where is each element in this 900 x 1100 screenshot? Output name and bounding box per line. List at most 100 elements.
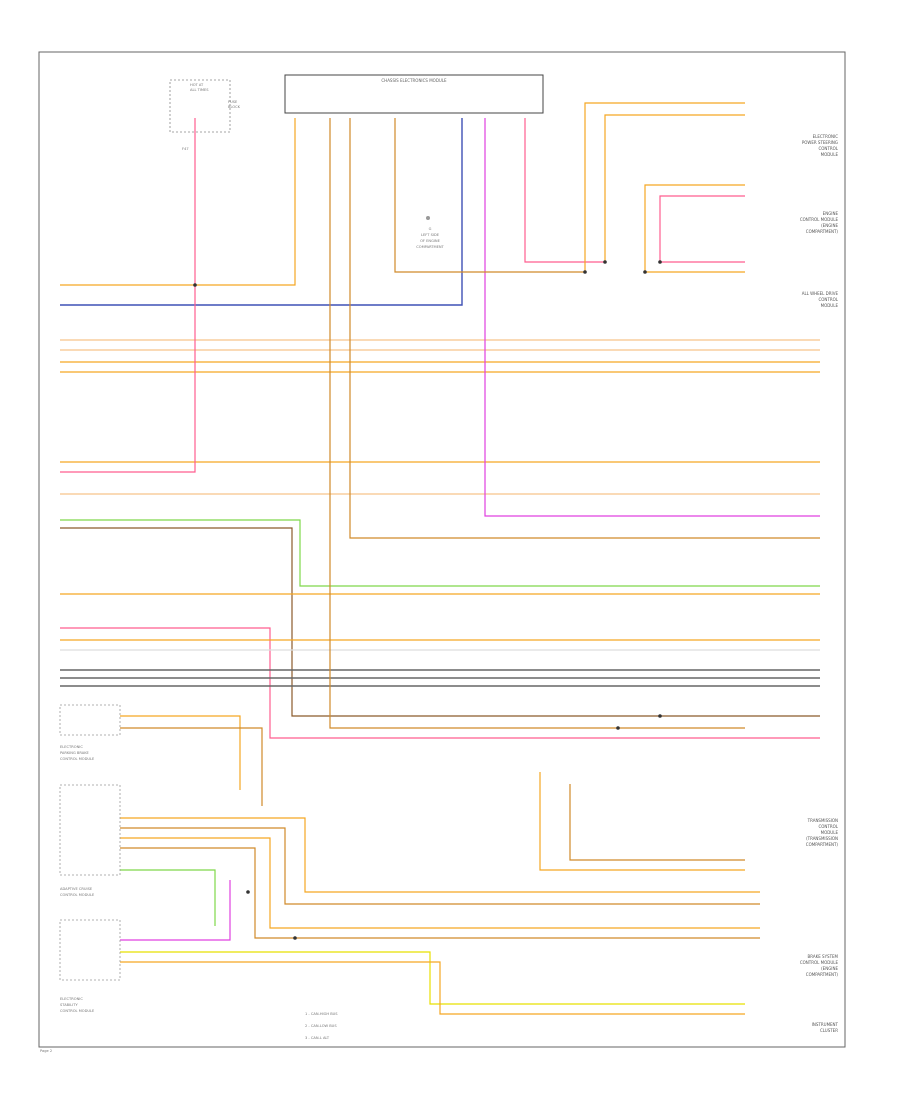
- wire-esc-orange: [120, 961, 745, 1015]
- diagram-mark: [293, 936, 297, 940]
- label-text: CONTROL MODULE: [60, 757, 95, 761]
- label-text: MODULE: [821, 830, 839, 835]
- component-awd: ALL WHEEL DRIVE CONTROL MODULE: [802, 291, 839, 308]
- diagram-frame: [38, 51, 846, 1048]
- component-transmission: TRANSMISSION CONTROL MODULE (TRANSMISSIO…: [806, 818, 839, 847]
- label-text: CONTROL: [818, 824, 838, 829]
- label-text: ALL WHEEL DRIVE: [802, 291, 839, 296]
- left-component-labels: ELECTRONIC PARKING BRAKE CONTROL MODULE …: [59, 704, 121, 1013]
- fuse-block-line-4: BLOCK: [228, 105, 241, 109]
- label-text: ADAPTIVE CRUISE: [60, 887, 93, 891]
- wire-trans-1: [539, 772, 745, 871]
- wire-to-steering-1: [584, 102, 745, 272]
- wire-green: [60, 519, 820, 587]
- wire-acc-green: [120, 869, 216, 926]
- diagram-mark: [658, 714, 662, 718]
- label-text: ELECTRONIC: [60, 745, 83, 749]
- label-text: 3 - CAN-L ALT: [305, 1036, 330, 1040]
- fuse-block-line-3: FUSE: [228, 100, 238, 104]
- diagram-mark: [643, 270, 647, 274]
- label-text: ELECTRONIC: [813, 134, 839, 139]
- wire-esc-magenta: [120, 880, 231, 941]
- wire-orange-top-1: [394, 118, 585, 273]
- label-text: CONTROL MODULE: [800, 217, 839, 222]
- diagram-mark: [658, 260, 662, 264]
- wire-acc-1: [120, 817, 760, 893]
- legend: 1 - CAN-HIGH BUS 2 - CAN-LOW BUS 3 - CAN…: [305, 1012, 338, 1040]
- wire-to-steering-2: [604, 114, 745, 262]
- label-text: POWER STEERING: [802, 140, 838, 145]
- fuse-block-line-1: HOT AT: [190, 83, 204, 87]
- label-text: MODULE: [821, 303, 839, 308]
- component-brake: BRAKE SYSTEM CONTROL MODULE (ENGINE COMP…: [800, 954, 839, 977]
- wire-magenta: [484, 118, 820, 517]
- label-text: BRAKE SYSTEM: [808, 954, 839, 959]
- wire-brown: [60, 527, 820, 717]
- diagram-mark: [426, 216, 430, 220]
- diagram-mark: [193, 283, 197, 287]
- diagram-mark: [284, 74, 544, 114]
- wire-epb-1: [120, 715, 241, 790]
- fuse-block-line-2: ALL TIMES: [190, 88, 209, 92]
- label-text: (ENGINE: [821, 223, 838, 228]
- label-text: STABILITY: [60, 1003, 78, 1007]
- component-ecm: ENGINE CONTROL MODULE (ENGINE COMPARTMEN…: [800, 211, 839, 234]
- label-text: COMPARTMENT): [806, 229, 839, 234]
- label-text: INSTRUMENT: [812, 1022, 839, 1027]
- label-text: COMPARTMENT): [806, 972, 839, 977]
- wire-blue: [60, 118, 463, 306]
- label-text: ELECTRONIC: [60, 997, 83, 1001]
- diagram-mark: [616, 726, 620, 730]
- wire-epb-2: [120, 727, 263, 806]
- label-text: (ENGINE: [821, 966, 838, 971]
- chassis-module: CHASSIS ELECTRONICS MODULE: [284, 74, 544, 114]
- ground-label: G LEFT SIDE OF ENGINE COMPARTMENT: [416, 216, 445, 249]
- label-text: CLUSTER: [820, 1028, 838, 1033]
- label-text: G: [429, 227, 432, 231]
- fuse-label: F47: [182, 147, 189, 151]
- label-text: CONTROL MODULE: [60, 1009, 95, 1013]
- label-text: CONTROL MODULE: [60, 893, 95, 897]
- diagram-mark: [246, 890, 250, 894]
- diagram-mark: [603, 260, 607, 264]
- wire-pink-1: [60, 118, 196, 473]
- label-text: 2 - CAN-LOW BUS: [305, 1024, 337, 1028]
- label-text: COMPARTMENT): [806, 842, 839, 847]
- label-text: 1 - CAN-HIGH BUS: [305, 1012, 338, 1016]
- label-text: TRANSMISSION: [807, 818, 838, 823]
- wire-pink-2: [60, 627, 820, 739]
- wire-acc-3: [120, 837, 760, 929]
- footer-left: Page 2: [40, 1049, 52, 1053]
- diagram-mark: [169, 79, 231, 133]
- wire-pink-top: [524, 118, 605, 263]
- wires: [60, 102, 820, 1015]
- wire-acc-4: [120, 847, 760, 939]
- wire-trans-2: [569, 784, 745, 861]
- splices: [193, 260, 662, 940]
- wire-brake-link: [329, 118, 745, 729]
- wire-yellow: [120, 951, 745, 1005]
- wire-to-ecm-1: [644, 184, 745, 272]
- label-text: (TRANSMISSION: [806, 836, 838, 841]
- diagram-mark: [59, 704, 121, 736]
- label-text: OF ENGINE: [420, 239, 441, 243]
- module-title: CHASSIS ELECTRONICS MODULE: [381, 78, 447, 83]
- diagram-mark: [59, 784, 121, 876]
- diagram-mark: [59, 919, 121, 981]
- right-component-labels: ELECTRONIC POWER STEERING CONTROL MODULE…: [800, 134, 839, 1033]
- label-text: CONTROL: [818, 146, 838, 151]
- wire-orange-1: [60, 118, 296, 286]
- label-text: PARKING BRAKE: [60, 751, 90, 755]
- wire-to-ecm-2: [659, 195, 745, 262]
- component-cluster: INSTRUMENT CLUSTER: [812, 1022, 839, 1033]
- label-text: CONTROL MODULE: [800, 960, 839, 965]
- diagram-mark: [583, 270, 587, 274]
- wire-acc-2: [120, 827, 760, 905]
- label-text: COMPARTMENT: [416, 245, 444, 249]
- wire-orange-brown: [349, 118, 820, 539]
- fuse-block: HOT AT ALL TIMES FUSE BLOCK F47: [169, 79, 241, 151]
- label-text: ENGINE: [823, 211, 839, 216]
- label-text: LEFT SIDE: [421, 233, 440, 237]
- label-text: CONTROL: [818, 297, 838, 302]
